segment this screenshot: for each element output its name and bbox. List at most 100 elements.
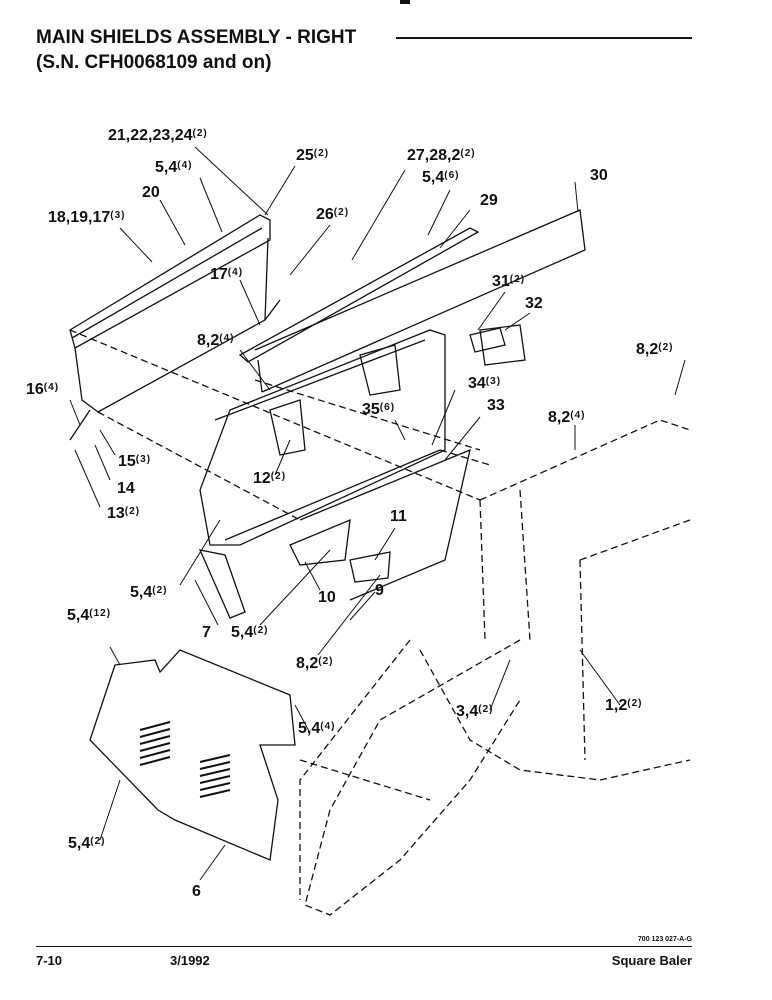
baler-frame-drawing	[69, 329, 691, 916]
callout-quantity: (4)	[320, 721, 335, 732]
callout-part-number: 33	[487, 397, 505, 414]
callout-label: 12(2)	[253, 470, 286, 487]
callout-label: 8,2(4)	[548, 409, 585, 426]
callout-part-number: 21,22,23,24	[108, 127, 193, 144]
callout-part-number: 17	[210, 266, 228, 283]
callout-quantity: (2)	[152, 585, 167, 596]
callout-part-number: 10	[318, 589, 336, 606]
brackets-drawing	[198, 324, 526, 619]
callout-part-number: 5,4	[422, 169, 444, 186]
callout-label: 21,22,23,24(2)	[108, 127, 208, 144]
page-title: MAIN SHIELDS ASSEMBLY - RIGHT	[36, 27, 357, 48]
callout-part-number: 5,4	[231, 624, 253, 641]
callout-quantity: (4)	[44, 382, 59, 393]
callout-label: 8,2(4)	[197, 332, 234, 349]
callout-part-number: 8,2	[636, 341, 658, 358]
callout-quantity: (3)	[136, 454, 151, 465]
callout-label: 3,4(2)	[456, 703, 493, 720]
callout-label: 25(2)	[296, 147, 329, 164]
callout-label: 15(3)	[118, 453, 151, 470]
leader-lines	[69, 146, 686, 881]
callout-part-number: 13	[107, 505, 125, 522]
product-name: Square Baler	[611, 953, 692, 968]
callout-quantity: (2)	[125, 506, 140, 517]
callout-part-number: 20	[142, 184, 160, 201]
callout-label: 14	[117, 480, 135, 497]
callout-quantity: (2)	[510, 274, 525, 285]
top-left-shield-drawing	[69, 214, 281, 441]
callout-label: 13(2)	[107, 505, 140, 522]
revision-date: 3/1992	[170, 953, 210, 968]
page-number: 7-10	[36, 953, 63, 968]
callout-label: 5,4(12)	[67, 607, 111, 624]
callout-quantity: (2)	[193, 128, 208, 139]
callout-part-number: 1,2	[605, 697, 627, 714]
callout-quantity: (4)	[570, 410, 585, 421]
callout-part-number: 27,28,2	[407, 147, 460, 164]
vent-grille-drawing	[139, 721, 231, 798]
callout-part-number: 16	[26, 381, 44, 398]
callout-label: 32	[525, 295, 543, 312]
callout-quantity: (2)	[658, 342, 673, 353]
callout-quantity: (6)	[444, 170, 459, 181]
callout-quantity: (3)	[486, 376, 501, 387]
callout-quantity: (2)	[271, 471, 286, 482]
callout-part-number: 32	[525, 295, 543, 312]
callout-label: 5,4(6)	[422, 169, 459, 186]
callout-quantity: (12)	[89, 608, 111, 619]
callout-part-number: 5,4	[298, 720, 320, 737]
callout-part-number: 8,2	[548, 409, 570, 426]
callout-part-number: 5,4	[68, 835, 90, 852]
callout-part-number: 14	[117, 480, 135, 497]
callout-label: 10	[318, 589, 336, 606]
callout-quantity: (4)	[177, 160, 192, 171]
callout-label: 6	[192, 883, 201, 900]
callout-quantity: (2)	[478, 704, 493, 715]
callout-label: 5,4(4)	[298, 720, 335, 737]
callout-part-number: 30	[590, 167, 608, 184]
callout-part-number: 7	[202, 624, 211, 641]
callout-quantity: (2)	[314, 148, 329, 159]
callout-quantity: (2)	[318, 656, 333, 667]
callout-part-number: 11	[390, 508, 407, 525]
callout-label: 5,4(2)	[231, 624, 268, 641]
callout-quantity: (4)	[228, 267, 243, 278]
callout-label: 18,19,17(3)	[48, 209, 126, 226]
callout-part-number: 12	[253, 470, 271, 487]
callout-label: 5,4(2)	[68, 835, 105, 852]
callout-label: 33	[487, 397, 505, 414]
bottom-shield-drawing	[89, 649, 296, 861]
callout-label: 29	[480, 192, 498, 209]
callout-part-number: 26	[316, 206, 334, 223]
callout-label: 1,2(2)	[605, 697, 642, 714]
figure-number: 700 123 027-A-G	[637, 936, 692, 943]
header-fragment-mark	[400, 0, 410, 4]
footer-rule	[36, 946, 692, 947]
callout-label: 7	[202, 624, 211, 641]
callout-label: 5,4(4)	[155, 159, 192, 176]
callout-part-number: 9	[375, 582, 384, 599]
callout-label: 20	[142, 184, 160, 201]
callout-quantity: (6)	[380, 402, 395, 413]
callout-quantity: (4)	[219, 333, 234, 344]
callout-quantity: (2)	[334, 207, 349, 218]
callout-label: 34(3)	[468, 375, 501, 392]
callout-label: 8,2(2)	[296, 655, 333, 672]
callout-label: 30	[590, 167, 608, 184]
callout-label: 31(2)	[492, 273, 525, 290]
serial-range-subtitle: (S.N. CFH0068109 and on)	[36, 52, 272, 73]
main-frame-shield-drawing	[199, 329, 471, 601]
callout-label: 5,4(2)	[130, 584, 167, 601]
callout-part-number: 15	[118, 453, 136, 470]
callout-part-number: 5,4	[155, 159, 177, 176]
callout-part-number: 35	[362, 401, 380, 418]
title-rule	[396, 37, 692, 39]
callout-quantity: (2)	[460, 148, 475, 159]
callout-label: 16(4)	[26, 381, 59, 398]
callout-part-number: 8,2	[296, 655, 318, 672]
callout-quantity: (3)	[110, 210, 125, 221]
callout-part-number: 8,2	[197, 332, 219, 349]
callout-part-number: 29	[480, 192, 498, 209]
callout-part-number: 18,19,17	[48, 209, 110, 226]
